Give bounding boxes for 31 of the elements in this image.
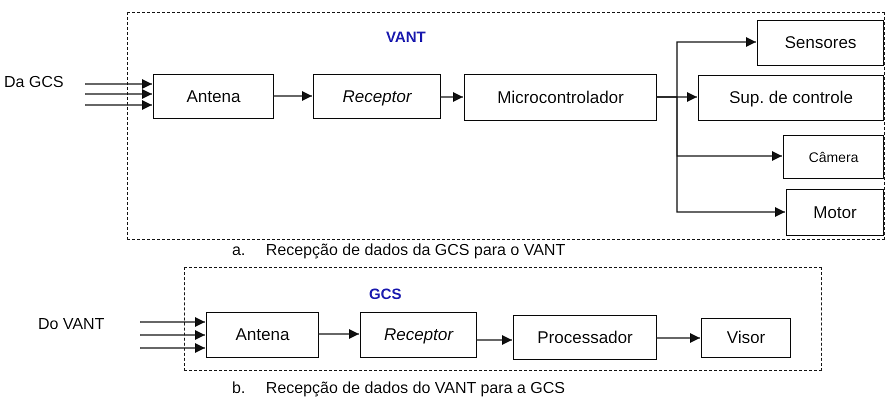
arrow bbox=[85, 79, 152, 89]
block-box: Antena bbox=[153, 74, 274, 119]
arrow bbox=[656, 333, 700, 343]
block-box: Microcontrolador bbox=[464, 74, 657, 121]
figure-caption: b. Recepção de dados do VANT para a GCS bbox=[232, 380, 565, 398]
block-box: Sensores bbox=[757, 20, 884, 66]
block-box: Receptor bbox=[313, 74, 441, 119]
dashed-group-frame bbox=[127, 12, 885, 240]
input-label: Da GCS bbox=[4, 72, 85, 94]
figure-caption: a. Recepção de dados da GCS para o VANT bbox=[232, 242, 566, 260]
arrow bbox=[85, 89, 152, 99]
arrow bbox=[140, 317, 205, 327]
block-box: Câmera bbox=[783, 135, 884, 179]
arrow bbox=[318, 329, 359, 339]
group-title: VANT bbox=[386, 29, 426, 46]
group-title: GCS bbox=[369, 286, 402, 303]
arrow bbox=[85, 100, 152, 110]
input-label: Do VANT bbox=[38, 314, 140, 336]
block-box: Receptor bbox=[360, 312, 477, 358]
arrow bbox=[273, 91, 312, 101]
dashed-group-frame bbox=[184, 267, 822, 371]
block-box: Sup. de controle bbox=[698, 75, 884, 121]
arrow bbox=[476, 335, 512, 345]
arrow bbox=[140, 343, 205, 353]
arrow bbox=[440, 92, 463, 102]
block-box: Motor bbox=[786, 189, 884, 236]
arrow bbox=[140, 330, 205, 340]
block-box: Visor bbox=[701, 318, 791, 358]
arrow bbox=[656, 96, 785, 217]
block-box: Processador bbox=[513, 315, 657, 360]
block-box: Antena bbox=[206, 312, 319, 358]
